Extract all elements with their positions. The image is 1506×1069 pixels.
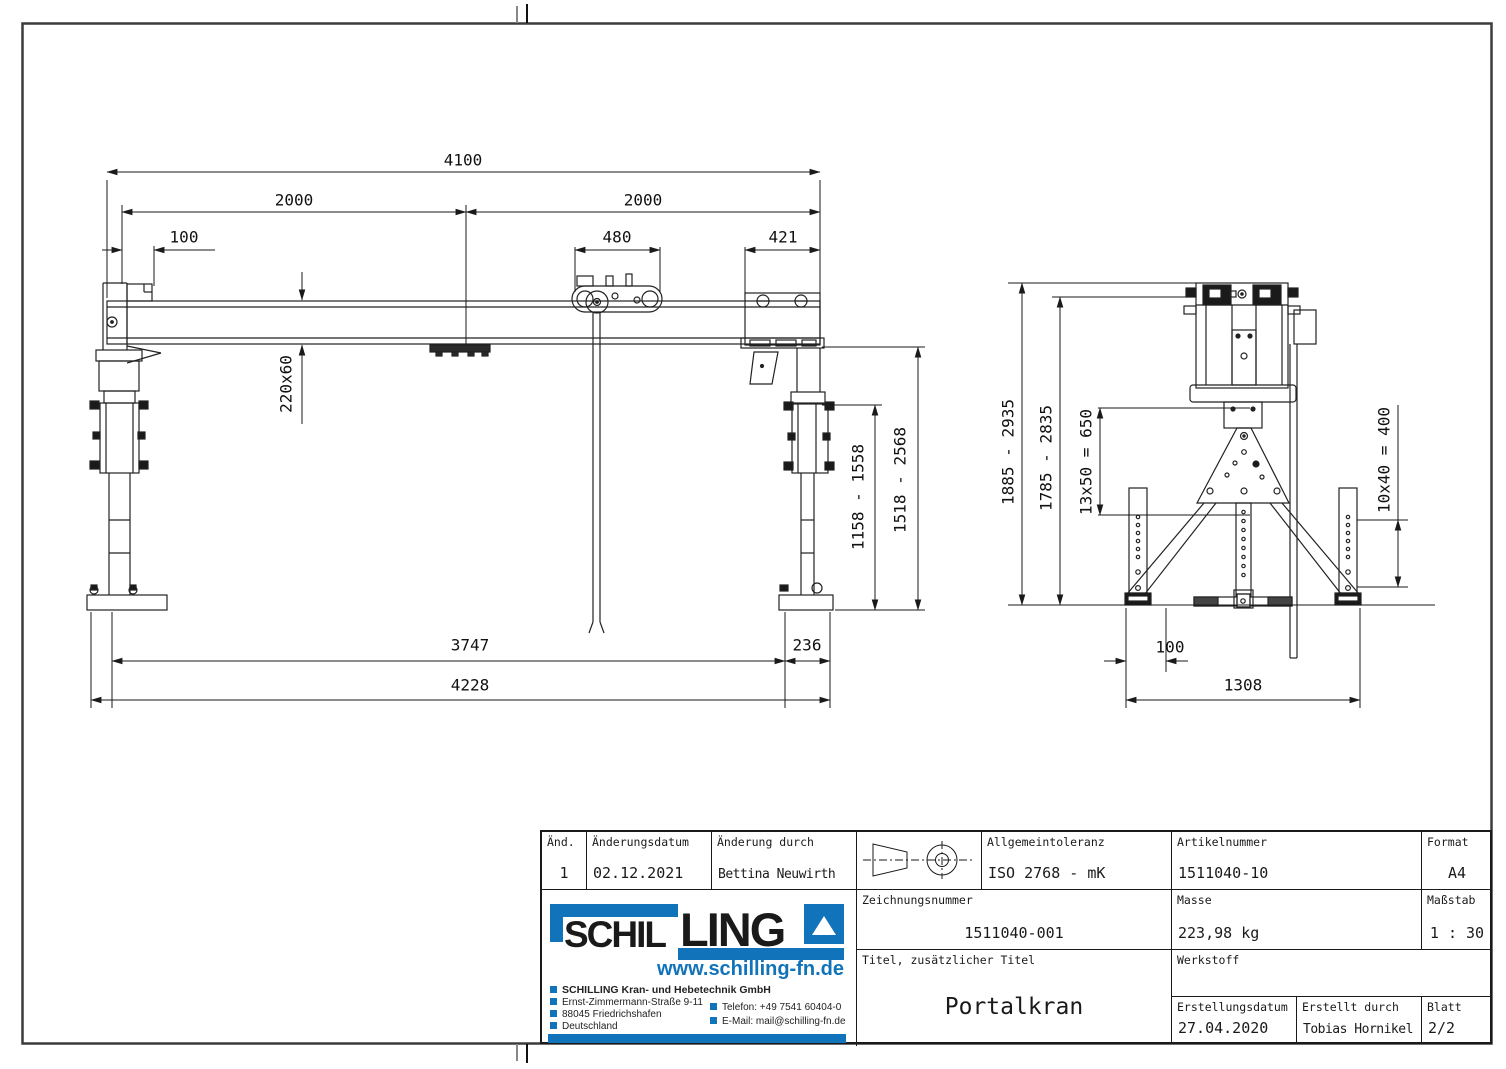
field-title-label: Titel, zusätzlicher Titel bbox=[862, 953, 1036, 967]
front-dim-overhang: 100 bbox=[169, 227, 199, 247]
field-created-date: Erstellungsdatum 27.04.2020 bbox=[1172, 997, 1297, 1044]
front-dim-half-right: 2000 bbox=[623, 190, 663, 210]
logo-text-part2: LING bbox=[680, 903, 786, 956]
company-city-text: 88045 Friedrichshafen bbox=[562, 1009, 662, 1020]
projection-symbol-cell bbox=[857, 832, 982, 890]
field-revision-by-label: Änderung durch bbox=[717, 835, 814, 849]
side-dim-hole-pattern-leg: 10x40 = 400 bbox=[1374, 407, 1394, 513]
logo-bottom-bar bbox=[548, 1034, 846, 1043]
field-created-date-value: 27.04.2020 bbox=[1178, 1019, 1269, 1037]
field-material-label: Werkstoff bbox=[1177, 953, 1240, 967]
logo-bullet-icon bbox=[550, 1022, 557, 1029]
company-website: www.schilling-fn.de bbox=[656, 958, 844, 980]
logo-bullet-icon bbox=[710, 1003, 717, 1010]
front-dim-trolley: 480 bbox=[602, 227, 632, 247]
field-title: Titel, zusätzlicher Titel Portalkran bbox=[857, 950, 1172, 1044]
logo-bullet-icon bbox=[550, 1010, 557, 1017]
front-dimensions bbox=[90, 168, 925, 708]
field-mass-value: 223,98 kg bbox=[1178, 924, 1260, 942]
field-sheet-label: Blatt bbox=[1427, 1000, 1462, 1014]
field-article-number: Artikelnummer 1511040-10 bbox=[1172, 832, 1422, 890]
field-created-by-label: Erstellt durch bbox=[1302, 1000, 1399, 1014]
logo-bullet-icon bbox=[550, 986, 557, 993]
logo-text-part1: SCHIL bbox=[564, 914, 667, 955]
front-dim-overall-width: 4100 bbox=[443, 150, 483, 170]
field-article-number-value: 1511040-10 bbox=[1178, 864, 1269, 882]
field-revision-value: 1 bbox=[559, 864, 569, 882]
field-article-number-label: Artikelnummer bbox=[1177, 835, 1268, 849]
company-logo: SCHIL LING www.schilling-fn.de SCHILLING… bbox=[542, 890, 857, 1046]
field-tolerance-label: Allgemeintoleranz bbox=[987, 835, 1105, 849]
field-format-label: Format bbox=[1427, 835, 1469, 849]
side-dim-base-span: 1308 bbox=[1223, 675, 1263, 695]
title-block: Änd. 1 Änderungsdatum 02.12.2021 Änderun… bbox=[540, 830, 1492, 1046]
front-view bbox=[86, 273, 835, 634]
field-revision-label: Änd. bbox=[547, 835, 575, 849]
company-city: 88045 Friedrichshafen bbox=[550, 1009, 662, 1021]
side-dim-height-inner: 1785 - 2835 bbox=[1036, 405, 1056, 511]
field-sheet: Blatt 2/2 bbox=[1422, 997, 1492, 1044]
company-email-text: E-Mail: mail@schilling-fn.de bbox=[722, 1016, 846, 1027]
field-tolerance-value: ISO 2768 - mK bbox=[988, 864, 1106, 882]
field-created-by-value: Tobias Hornikel bbox=[1303, 1022, 1413, 1037]
field-mass-label: Masse bbox=[1177, 893, 1212, 907]
logo-bullet-icon bbox=[550, 998, 557, 1005]
field-revision-by-value: Bettina Neuwirth bbox=[718, 867, 836, 882]
company-street: Ernst-Zimmermann-Straße 9-11 bbox=[550, 997, 703, 1009]
field-revision-date: Änderungsdatum 02.12.2021 bbox=[587, 832, 712, 890]
front-dim-feet-span: 3747 bbox=[450, 635, 490, 655]
company-phone: Telefon: +49 7541 60404-0 bbox=[710, 1002, 841, 1014]
field-drawing-number-label: Zeichnungsnummer bbox=[862, 893, 973, 907]
side-dimensions bbox=[1008, 282, 1435, 708]
front-dim-beam-section: 220x60 bbox=[276, 355, 296, 413]
field-created-date-label: Erstellungsdatum bbox=[1177, 1000, 1288, 1014]
company-country-text: Deutschland bbox=[562, 1021, 618, 1032]
field-sheet-value: 2/2 bbox=[1428, 1019, 1456, 1037]
company-country: Deutschland bbox=[550, 1021, 618, 1033]
front-dim-height-range: 1518 - 2568 bbox=[890, 427, 910, 533]
field-drawing-number-value: 1511040-001 bbox=[964, 924, 1064, 942]
field-scale-value: 1 : 30 bbox=[1429, 924, 1485, 942]
logo-bracket-bar bbox=[550, 904, 678, 917]
field-revision: Änd. 1 bbox=[542, 832, 587, 890]
company-name-text: SCHILLING Kran- und Hebetechnik GmbH bbox=[562, 984, 771, 996]
drawing-title: Portalkran bbox=[944, 994, 1084, 1020]
front-dim-total-span: 4228 bbox=[450, 675, 490, 695]
side-view bbox=[1124, 282, 1362, 659]
field-drawing-number: Zeichnungsnummer 1511040-001 bbox=[857, 890, 1172, 950]
logo-bullet-icon bbox=[710, 1017, 717, 1024]
front-dim-foot-offset: 236 bbox=[792, 635, 822, 655]
field-revision-date-value: 02.12.2021 bbox=[593, 864, 684, 882]
field-format: Format A4 bbox=[1422, 832, 1492, 890]
field-format-value: A4 bbox=[1447, 864, 1467, 882]
field-created-by: Erstellt durch Tobias Hornikel bbox=[1297, 997, 1422, 1044]
company-name: SCHILLING Kran- und Hebetechnik GmbH bbox=[550, 984, 771, 996]
company-phone-text: Telefon: +49 7541 60404-0 bbox=[722, 1002, 842, 1013]
first-angle-projection-icon bbox=[863, 841, 973, 879]
field-tolerance: Allgemeintoleranz ISO 2768 - mK bbox=[982, 832, 1172, 890]
front-dim-leg-range: 1158 - 1558 bbox=[848, 444, 868, 550]
side-dim-height-outer: 1885 - 2935 bbox=[998, 399, 1018, 505]
field-mass: Masse 223,98 kg bbox=[1172, 890, 1422, 950]
company-street-text: Ernst-Zimmermann-Straße 9-11 bbox=[562, 997, 703, 1008]
field-scale-label: Maßstab bbox=[1427, 893, 1476, 907]
field-revision-by: Änderung durch Bettina Neuwirth bbox=[712, 832, 857, 890]
side-dim-foot-width: 100 bbox=[1155, 637, 1185, 657]
front-dim-bracket: 421 bbox=[768, 227, 798, 247]
side-dim-hole-pattern-column: 13x50 = 650 bbox=[1076, 409, 1096, 515]
company-email: E-Mail: mail@schilling-fn.de bbox=[710, 1016, 846, 1028]
logo-triangle-icon bbox=[812, 916, 836, 935]
field-scale: Maßstab 1 : 30 bbox=[1422, 890, 1492, 950]
logo-bracket-stub bbox=[550, 904, 563, 942]
front-dim-half-left: 2000 bbox=[274, 190, 314, 210]
field-material: Werkstoff bbox=[1172, 950, 1492, 997]
field-revision-date-label: Änderungsdatum bbox=[592, 835, 689, 849]
logo-underline-bar bbox=[678, 948, 844, 960]
logo-square bbox=[804, 904, 844, 944]
